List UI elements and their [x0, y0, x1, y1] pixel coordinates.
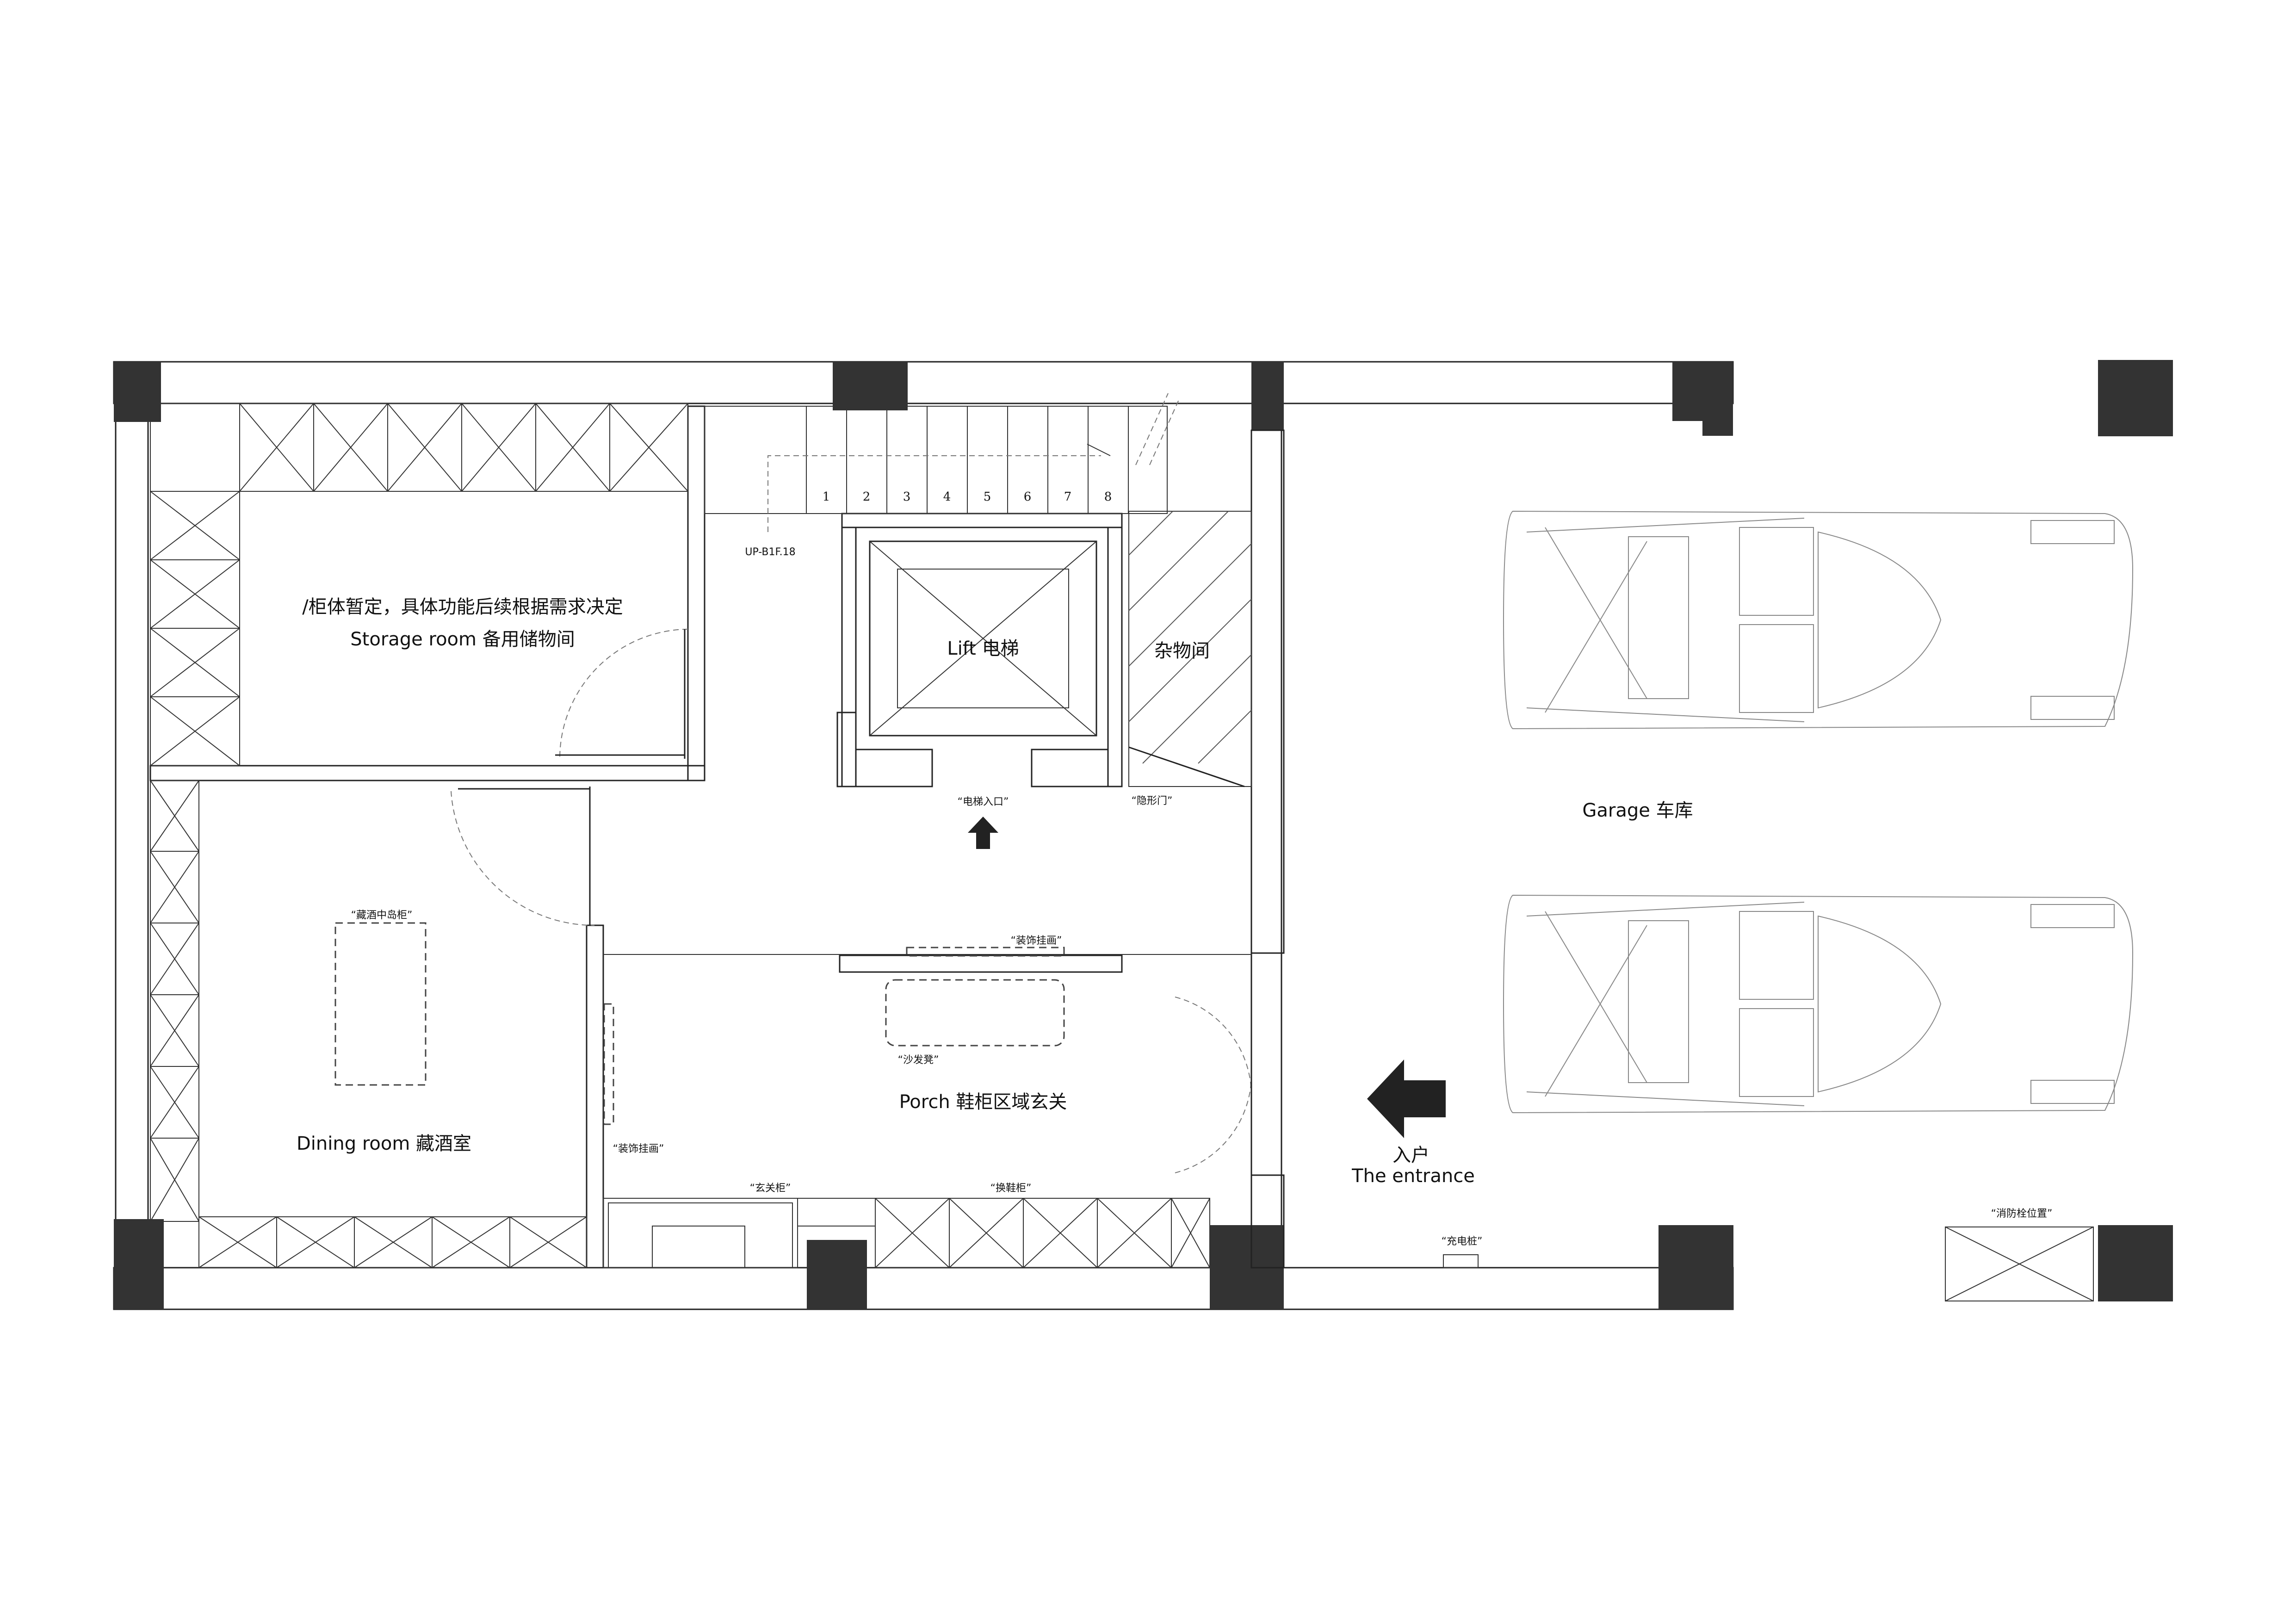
porch-label: Porch 鞋柜区域玄关	[899, 1091, 1067, 1113]
wine-island-outline	[334, 922, 427, 1086]
entrance-arrow-icon	[1367, 1059, 1446, 1138]
storage-room-label: Storage room 备用储物间	[350, 629, 575, 650]
storage-note-label: /柜体暂定，具体功能后续根据需求决定	[302, 596, 623, 618]
column	[1659, 1225, 1733, 1309]
deco-painting-side-outline	[603, 1003, 614, 1125]
dining-room-label: Dining room 藏酒室	[297, 1133, 471, 1154]
lift-entry-note: “电梯入口”	[958, 796, 1009, 808]
lift-label: Lift 电梯	[947, 638, 1019, 659]
column	[114, 362, 161, 422]
column	[2098, 360, 2173, 436]
deco-painting-top-outline	[906, 947, 1065, 957]
sundries-room-label: 杂物间	[1154, 640, 1210, 662]
fire-hydrant-box	[1945, 1227, 2094, 1301]
doors	[451, 629, 1252, 1173]
entrance-en-label: The entrance	[1351, 1165, 1475, 1187]
hidden-door-note: “隐形门”	[1132, 795, 1173, 807]
stair-number: 2	[863, 490, 871, 504]
charging-pile-note: “充电桩”	[1442, 1236, 1483, 1247]
outer-walls	[113, 361, 1734, 1310]
annotation-labels: “电梯入口” “隐形门” “藏酒中岛柜” “装饰挂画” “沙发凳” “装饰挂画”…	[351, 795, 2053, 1247]
foyer-cabinet-note: “玄关柜”	[750, 1183, 791, 1194]
garage-label: Garage 车库	[1582, 800, 1693, 821]
cabinets	[150, 403, 1210, 1268]
sofa-stool-note: “沙发凳”	[898, 1054, 939, 1066]
stair-number: 8	[1104, 490, 1112, 504]
column	[2098, 1225, 2173, 1301]
stair-number: 7	[1064, 490, 1072, 504]
column	[114, 1219, 164, 1309]
stair-number: 6	[1024, 490, 1032, 504]
stair-number: 5	[984, 490, 991, 504]
interior-walls	[149, 405, 1285, 1269]
furniture	[334, 922, 2094, 1301]
column	[833, 362, 908, 410]
deco-painting-top-note: “装饰挂画”	[1011, 935, 1062, 947]
staircase: 1 2 3 4 5 6 7 8 UP-B1F.18	[704, 393, 1180, 558]
car-bottom	[1503, 894, 2134, 1114]
lift-entry-arrow-icon	[968, 817, 998, 849]
column	[807, 1240, 867, 1309]
car-top	[1503, 510, 2134, 730]
stair-up-note: UP-B1F.18	[745, 546, 795, 558]
stair-number: 4	[943, 490, 951, 504]
charging-pile	[1443, 1254, 1479, 1268]
entrance-cn-label: 入户	[1392, 1145, 1430, 1166]
wine-island-note: “藏酒中岛柜”	[351, 910, 413, 921]
structural-columns	[114, 360, 2173, 1309]
column	[1251, 362, 1284, 430]
stair-number: 3	[903, 490, 911, 504]
fire-hydrant-note: “消防栓位置”	[1991, 1208, 2053, 1220]
stair-step-numbers: 1 2 3 4 5 6 7 8	[823, 490, 1112, 504]
column	[1672, 362, 1733, 436]
room-labels: /柜体暂定，具体功能后续根据需求决定 Storage room 备用储物间 Li…	[297, 596, 1693, 1187]
deco-painting-side-note: “装饰挂画”	[613, 1143, 664, 1155]
sofa-stool-outline	[885, 979, 1065, 1047]
shoe-cabinet-note: “换鞋柜”	[990, 1183, 1032, 1194]
stair-number: 1	[823, 490, 830, 504]
